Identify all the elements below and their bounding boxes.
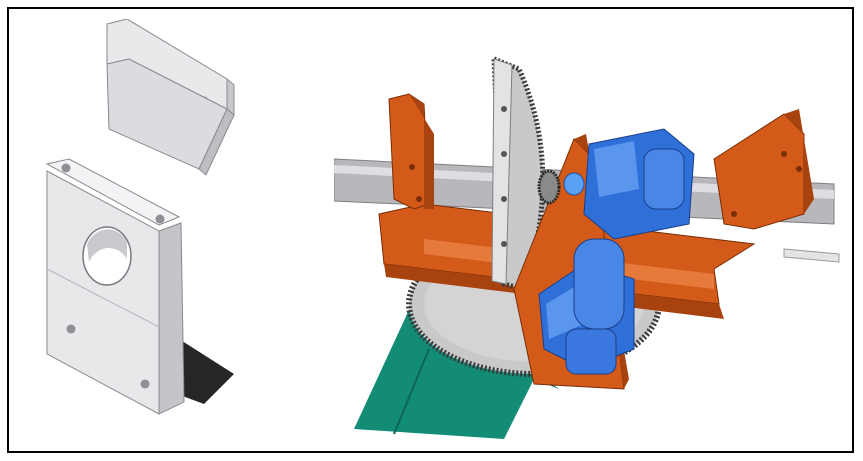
bracket-side-face [158,222,185,415]
lower-motor [538,238,635,375]
mount-hole [140,379,150,389]
mount-hole [66,324,76,334]
teal-beam [354,299,534,439]
mount-hole [61,163,71,173]
mount-hole [155,214,165,224]
upper-motor [583,128,695,240]
small-rod [783,248,840,263]
right-bracket [713,113,805,230]
figure-frame [7,7,854,453]
bracket-shadow [169,339,234,404]
pinion-gear [537,169,561,205]
rotary-assembly-render [334,49,854,439]
bracket-top-face [45,158,181,226]
bracket-part-render [29,19,239,429]
bracket-slope-edge [198,108,235,176]
